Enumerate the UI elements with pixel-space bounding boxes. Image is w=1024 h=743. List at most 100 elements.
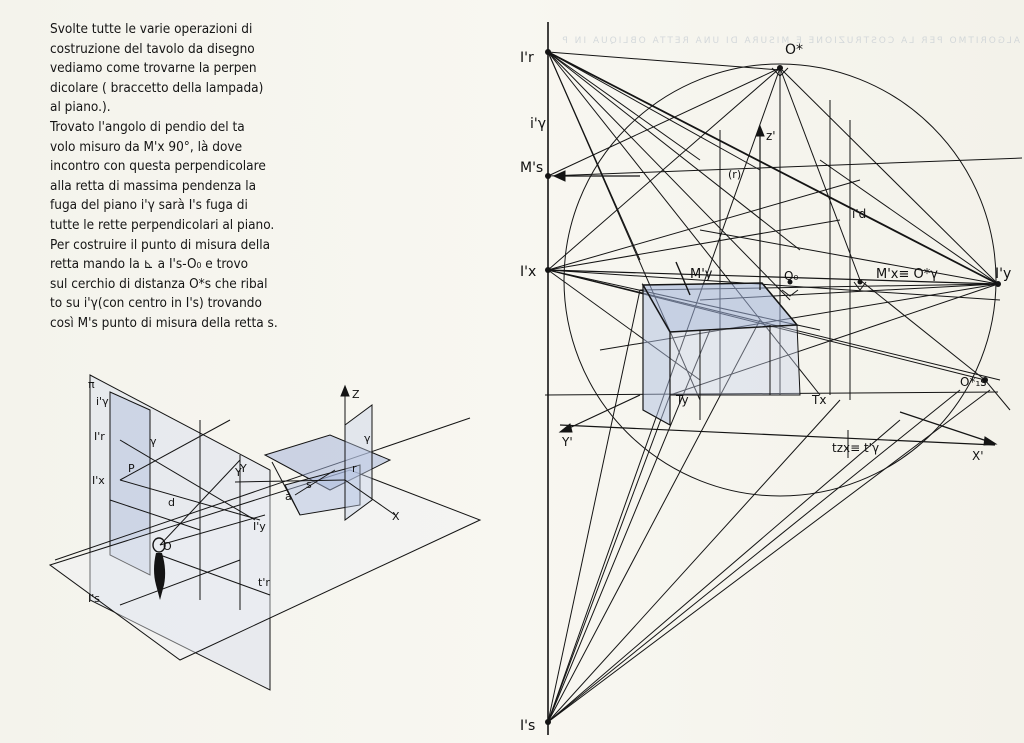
label-ix-sketch: I'x [92, 474, 105, 487]
sketch-line [119, 439, 256, 521]
label-y-sketch: Y [239, 462, 247, 475]
label-mx: M'x≡ O*γ [876, 267, 938, 282]
label-ir-sketch: I'r [94, 430, 105, 443]
ms-arrow-head [552, 170, 566, 182]
label-ig: i'γ [530, 116, 546, 132]
sketch-line [159, 514, 266, 546]
vertical-strip [109, 391, 151, 576]
sketch-line [271, 461, 301, 516]
label-d: d [168, 496, 175, 509]
label-ostar: O* [785, 42, 803, 58]
label-ms: M's [520, 160, 543, 176]
point-o0 [787, 279, 793, 285]
observer-figure [152, 537, 166, 600]
note-line: incontro con questa perpendicolare [50, 158, 266, 175]
label-ty: Ty [675, 393, 689, 407]
note-line: tutte le rette perpendicolari al piano. [50, 216, 275, 233]
sketch-z-arrow [340, 384, 350, 397]
right-angle-mark [781, 289, 799, 297]
right-angle-mark [853, 281, 867, 291]
line-ms [547, 157, 1023, 177]
label-tzx: tzx≡ t'γ [832, 441, 879, 455]
label-r: (r) [728, 168, 741, 181]
sketch-y-axis [234, 479, 346, 483]
picture-plane [89, 374, 271, 691]
point-ir [545, 49, 551, 55]
label-gamma-sketch: γ [364, 432, 371, 445]
label-y-prime: Y' [561, 435, 573, 449]
sketch-line [159, 554, 271, 596]
note-line: dicolare ( braccetto della lampada) [50, 79, 264, 96]
horizon-line [547, 269, 999, 285]
point-os [982, 377, 988, 383]
point-ix [545, 267, 551, 273]
axis-arrows [552, 124, 998, 446]
note-line: Trovato l'angolo di pendio del ta [50, 118, 245, 135]
sketch-line [119, 419, 231, 481]
label-gamma: γ [150, 435, 157, 448]
sketch-line [119, 479, 261, 521]
y-arrow-head [558, 423, 573, 433]
label-o: O [163, 540, 172, 553]
ground-plane [48, 469, 482, 661]
note-line: vediamo come trovarne la perpen [50, 60, 257, 77]
horizon-sketch [54, 417, 471, 561]
label-o0: O₀ [784, 269, 798, 283]
distance-circle [563, 63, 997, 497]
label-ig-sketch: i'γ [96, 395, 109, 408]
ground-line [559, 424, 996, 446]
note-line: alla retta di massima pendenza la [50, 177, 257, 194]
x-axis [899, 411, 991, 443]
label-p: P [128, 462, 135, 475]
label-os: O*₁s [960, 375, 987, 389]
label-tx: Tx [811, 393, 826, 407]
note-line: to su i'γ(con centro in I's) trovando [50, 295, 262, 312]
rays-from-ostar [547, 67, 999, 395]
label-tr: t'r [258, 576, 270, 589]
x-arrow-head [983, 436, 998, 446]
sketch-line [294, 469, 336, 496]
sketch-line [119, 559, 241, 606]
my-stroke [675, 261, 691, 296]
label-y: Y [234, 466, 242, 479]
trace-line [544, 391, 999, 396]
table-prism [641, 282, 801, 427]
right-angle-mark [771, 67, 789, 77]
label-z: z' [766, 129, 776, 143]
point-is [545, 719, 551, 725]
label-x-prime: X' [972, 449, 984, 463]
label-ir: I'r [520, 50, 534, 66]
point-iy [995, 281, 1001, 287]
note-line: retta mando la ⊾ a I's-O₀ e trovo [50, 256, 249, 273]
z-arrow-head [755, 124, 765, 137]
note-line: così M's punto di misura della retta s. [50, 314, 278, 331]
point-ostar [777, 65, 783, 71]
point-ms [545, 173, 551, 179]
label-iy-sketch: I'y [253, 520, 266, 533]
note-line: Svolte tutte le varie operazioni di [50, 21, 253, 37]
note-line: fuga del piano i'γ sarà I's fuga di [50, 197, 248, 214]
y-axis [564, 394, 641, 431]
label-id: i'd [852, 207, 866, 221]
line-ir-iy [547, 51, 999, 285]
label-r-sketch: r [352, 462, 357, 475]
label-s-sketch: s [306, 478, 312, 491]
label-x-sketch: X [392, 510, 400, 523]
label-pi: π [88, 378, 95, 391]
table-side [642, 282, 671, 427]
sketch-x-axis [344, 479, 396, 516]
note-line: costruzione del tavolo da disegno [50, 40, 255, 57]
note-line: sul cerchio di distanza O*s che ribal [50, 275, 268, 292]
note-line: volo misuro da M'x 90°, là dove [50, 138, 243, 155]
label-ix: I'x [520, 264, 536, 280]
note-line: Per costruire il punto di misura della [50, 236, 271, 253]
label-z-sketch: Z [352, 388, 360, 401]
handwritten-note: Svolte tutte le varie operazioni di cost… [50, 20, 350, 334]
label-is-sketch: I's [88, 592, 100, 605]
sketch-line [109, 499, 201, 531]
label-is: I's [520, 718, 535, 734]
rays-from-ir [547, 51, 821, 401]
